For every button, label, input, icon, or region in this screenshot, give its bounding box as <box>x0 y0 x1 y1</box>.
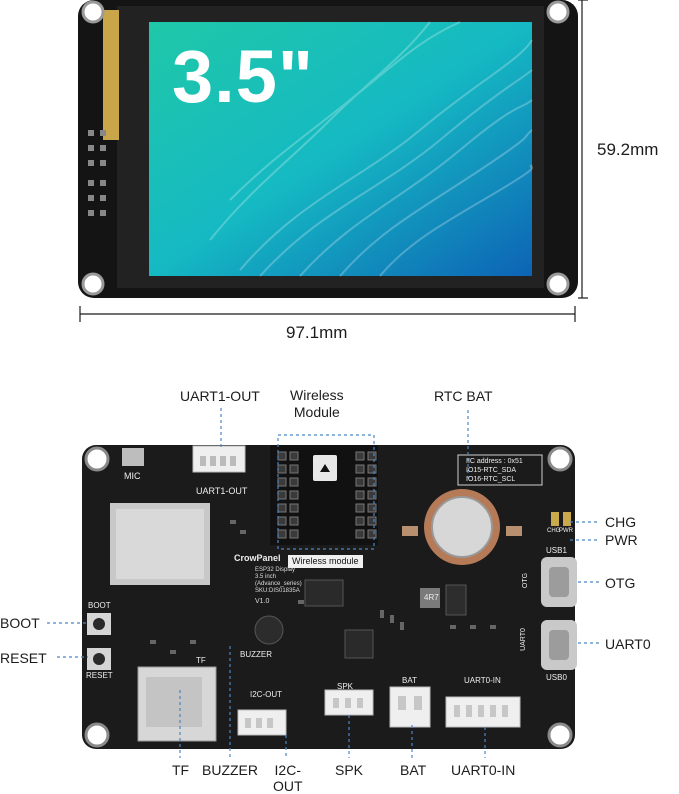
silk-uart1-out: UART1-OUT <box>196 486 248 496</box>
display-screen <box>149 22 532 276</box>
silk-io16: IO16-RTC_SCL <box>466 476 516 483</box>
silk-pwr: PWR <box>559 528 573 534</box>
back-view-illustration <box>47 408 600 758</box>
callout-i2c-out: I2C- OUT <box>273 762 303 794</box>
width-dimension: 97.1mm <box>286 323 348 342</box>
silk-bat: BAT <box>402 676 417 685</box>
silk-wireless-module: Wireless module <box>292 556 359 566</box>
height-dimension: 59.2mm <box>597 140 659 160</box>
silk-buzzer: BUZZER <box>240 650 272 659</box>
callout-pwr: PWR <box>605 532 638 548</box>
callout-otg: OTG <box>605 575 636 591</box>
silk-spk: SPK <box>337 682 354 691</box>
callout-spk: SPK <box>335 762 364 778</box>
rtc-coin-cell <box>431 496 493 558</box>
silk-tf: TF <box>196 656 206 665</box>
silk-uart0-in: UART0-IN <box>464 676 501 685</box>
screen-size-label: 3.5" <box>172 35 314 118</box>
callout-bat: BAT <box>400 762 427 778</box>
silk-version: V1.0 <box>255 598 270 605</box>
silk-iic-address: IIC address : 0x51 <box>466 458 523 465</box>
callout-rtc-bat: RTC BAT <box>434 388 493 404</box>
callout-lines <box>47 408 600 758</box>
callout-chg: CHG <box>605 514 637 530</box>
callout-uart0: UART0 <box>605 636 651 652</box>
mounting-holes <box>81 0 570 296</box>
silk-brand: CrowPanel <box>234 553 281 563</box>
silk-product-line-1: ESP32 Display <box>255 567 296 573</box>
silk-uart0: UART0 <box>519 628 527 651</box>
silk-usb1: USB1 <box>546 546 567 555</box>
silk-boot: BOOT <box>88 601 111 610</box>
silk-inductor: 4R7 <box>424 593 439 602</box>
wireless-callout-box <box>277 434 375 550</box>
silk-otg: OTG <box>522 572 530 589</box>
bat-connector <box>389 686 431 728</box>
silk-product-line-3: (Advance_series) <box>255 581 302 587</box>
callout-wireless-module: Wireless Module <box>290 387 344 420</box>
callout-tf: TF <box>172 762 190 778</box>
silk-product-line-4: SKU:DIS01835A <box>255 588 300 594</box>
callout-uart0-in: UART0-IN <box>451 762 516 778</box>
silk-reset: RESET <box>86 671 113 680</box>
silk-product-line-2: 3.5 inch <box>255 574 277 580</box>
buzzer-component <box>254 615 284 645</box>
front-view-illustration <box>78 0 588 322</box>
mic-component <box>122 448 144 466</box>
callout-buzzer: BUZZER <box>202 762 258 778</box>
silk-io15: IO15-RTC_SDA <box>466 467 517 474</box>
callout-reset: RESET <box>0 650 47 666</box>
callout-boot: BOOT <box>0 615 40 631</box>
silk-chg: CHG <box>547 528 561 534</box>
silk-mic: MIC <box>124 471 141 481</box>
silk-usb0: USB0 <box>546 673 567 682</box>
callout-uart1-out: UART1-OUT <box>180 388 260 404</box>
silk-i2c-out: I2C-OUT <box>250 690 282 699</box>
